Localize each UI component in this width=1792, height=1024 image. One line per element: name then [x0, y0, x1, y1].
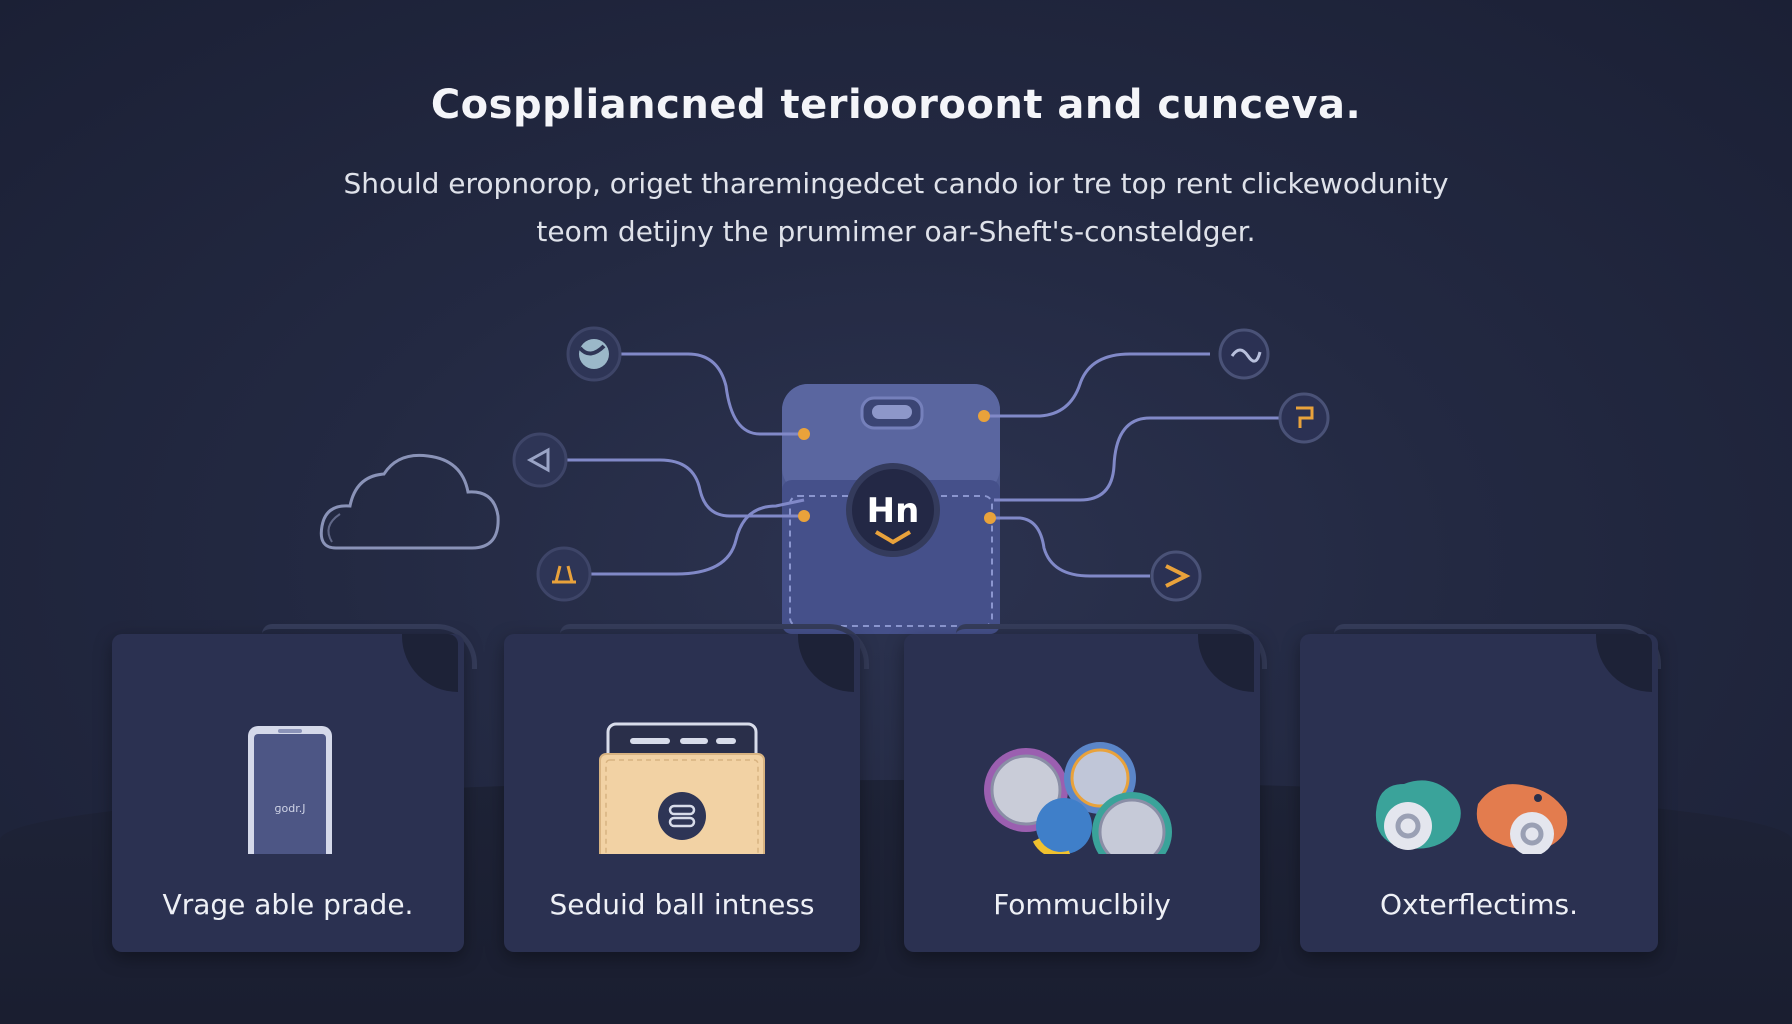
connector-dots [798, 410, 996, 524]
card-3-label: Fommuclbily [993, 888, 1171, 921]
card-3[interactable]: Fommuclbily [904, 634, 1260, 952]
wallet-icon [599, 722, 765, 854]
arrow-icon[interactable] [1150, 550, 1202, 602]
connector-lines [566, 352, 1280, 578]
card-2-label: Seduid ball intness [549, 888, 815, 921]
page-title: Cosppliancned teriooroont and cunceva. [430, 82, 1362, 128]
coins-icon [984, 742, 1172, 854]
stand-icon[interactable] [536, 546, 592, 602]
subtitle-line-1: Should eropnorop, origet tharemingedcet … [343, 167, 1449, 200]
triangle-icon[interactable] [512, 432, 568, 488]
cloud-icon [319, 453, 500, 550]
svg-text:ɡodr.J: ɡodr.J [275, 802, 306, 815]
card-2[interactable]: Seduid ball intness [504, 634, 860, 952]
hub-label: Hn [867, 491, 920, 531]
smartphone-icon: ɡodr.J [248, 726, 332, 854]
globe-icon[interactable] [566, 326, 622, 382]
card-1[interactable]: ɡodr.J Vrage able prade. [112, 634, 464, 952]
bracket-icon[interactable] [1278, 392, 1330, 444]
card-4[interactable]: Oxterflectims. [1300, 634, 1658, 952]
link-icon[interactable] [1218, 328, 1270, 380]
page-subtitle: Should eropnorop, origet tharemingedcet … [296, 160, 1496, 256]
gears-icon [1375, 780, 1568, 854]
network-diagram: Hn [319, 326, 1330, 634]
card-4-label: Oxterflectims. [1379, 888, 1579, 921]
subtitle-line-2: teom detijny the prumimer oar-Sheft's-co… [536, 215, 1256, 248]
card-1-label: Vrage able prade. [162, 888, 414, 921]
hub-emblem [846, 463, 940, 557]
